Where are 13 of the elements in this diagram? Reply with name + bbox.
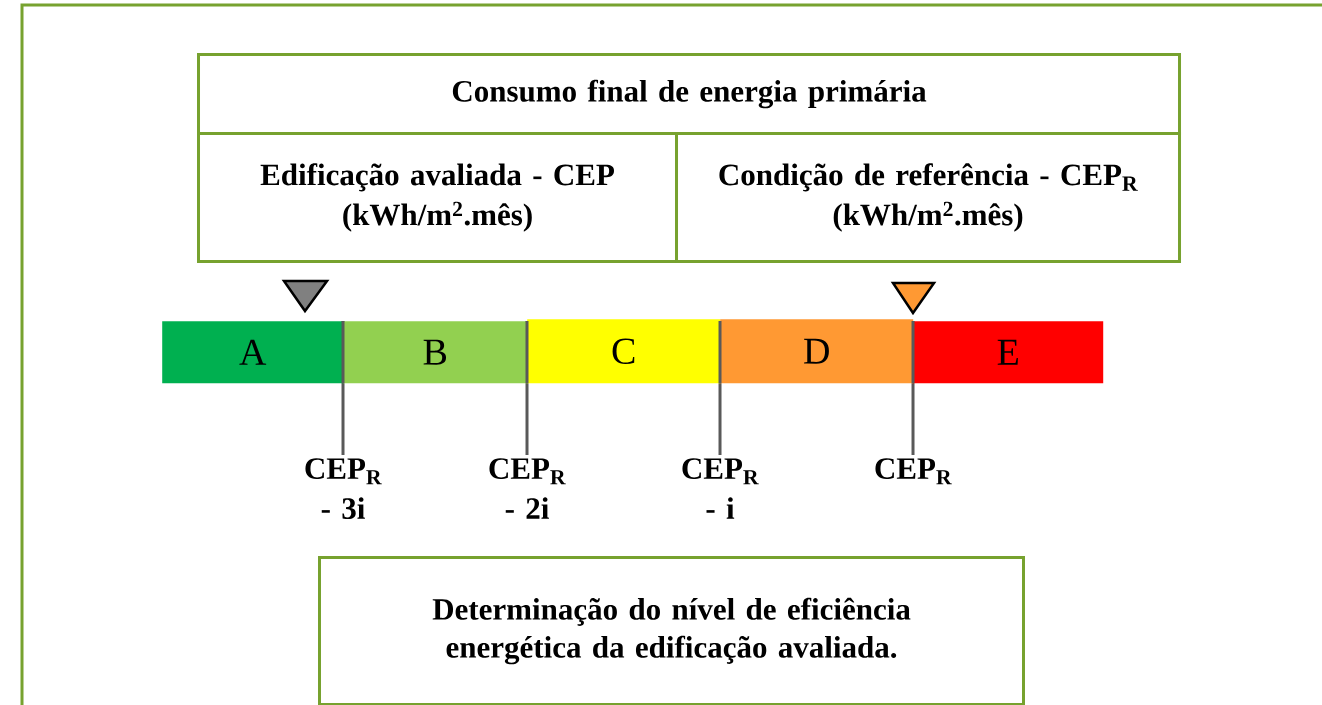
- threshold-label: CEP$_{R}$: [875, 458, 952, 485]
- threshold-label: CEP$_{R}$ - 3i: [305, 458, 382, 519]
- rating-band: D: [720, 319, 914, 384]
- threshold-label: CEP$_{R}$ - i: [682, 458, 759, 519]
- rating-band: C: [527, 319, 721, 384]
- rating-band: B: [343, 321, 528, 384]
- text-box: Edificação avaliada - CEP (kWh/m$^{2}$.mês): [197, 132, 678, 263]
- threshold-label: CEP$_{R}$ - 2i: [489, 458, 566, 519]
- text-box: Consumo final de energia primária: [197, 53, 1181, 135]
- rating-band: E: [913, 321, 1104, 384]
- text-box: Determinação do nível de eficiência energética da edificação avaliada.: [318, 556, 1025, 705]
- text-box: Condição de referência - CEP$_{R}$ (kWh/m$^{2}$.mês): [675, 132, 1181, 263]
- rating-band: A: [162, 321, 344, 384]
